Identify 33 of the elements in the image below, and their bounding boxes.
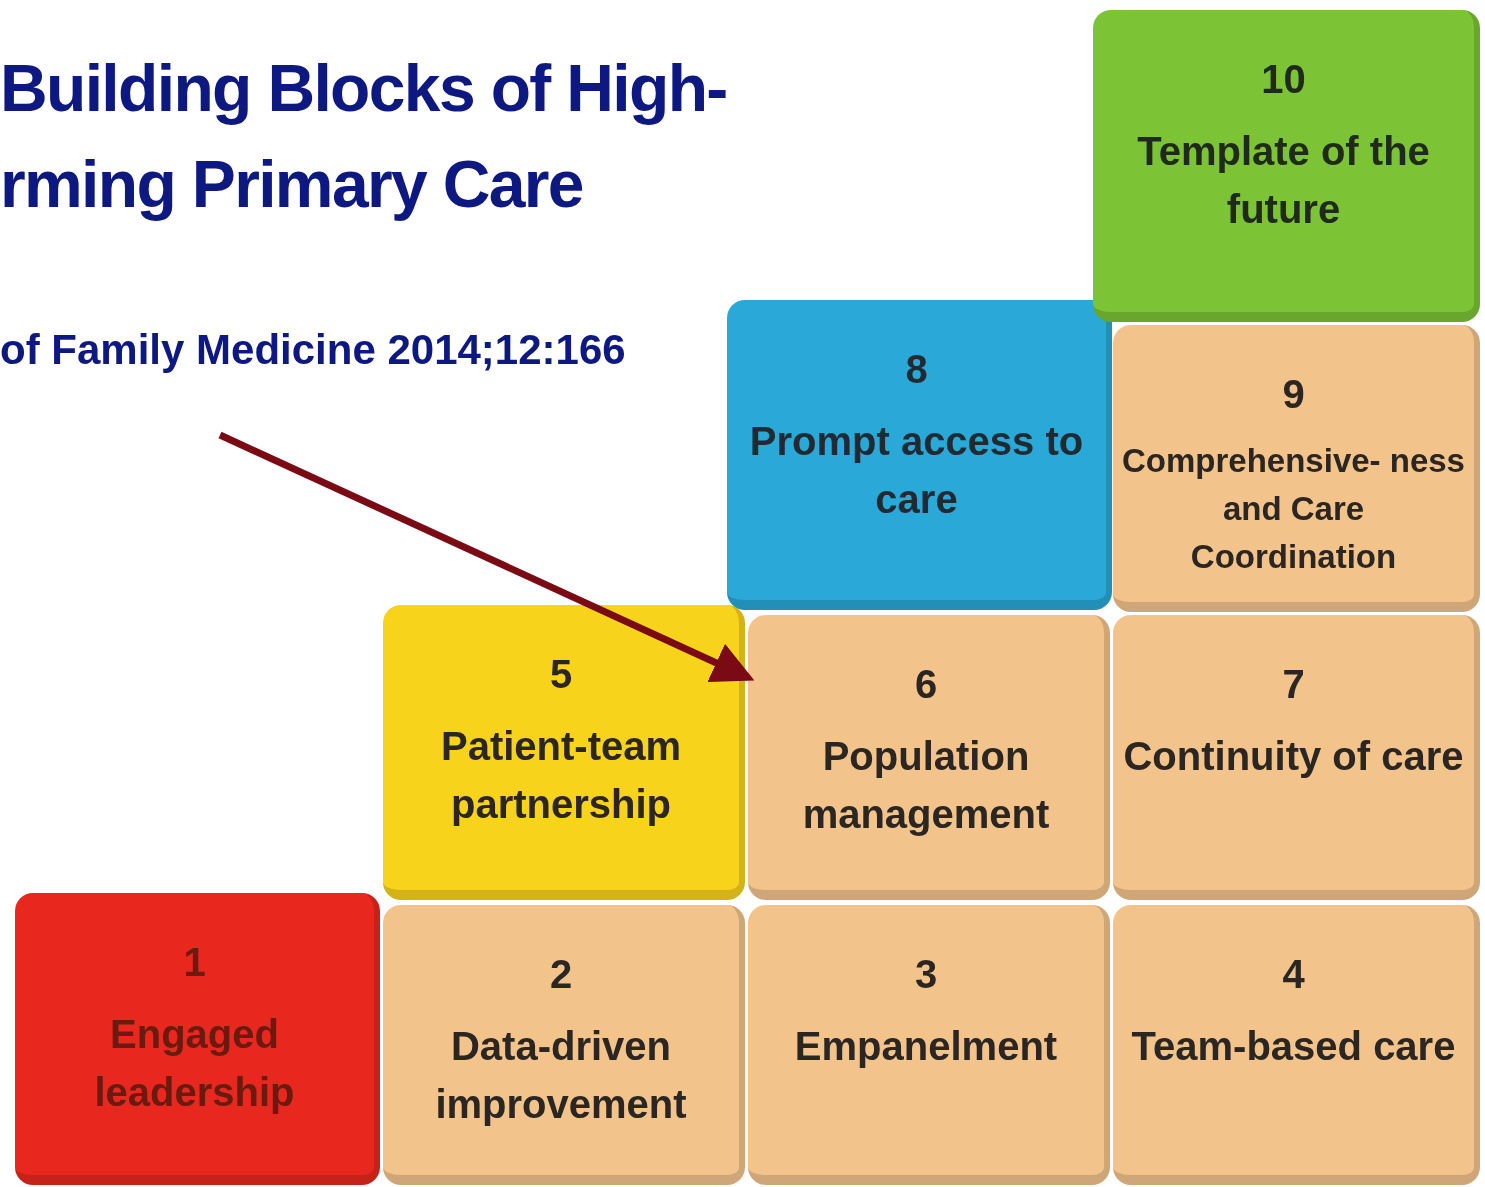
block-number: 4 — [1281, 951, 1306, 998]
block-number: 3 — [913, 951, 939, 998]
building-block — [748, 615, 1110, 900]
block-label: Population management — [801, 733, 1051, 838]
building-block — [727, 300, 1112, 610]
block-number: 7 — [1281, 661, 1306, 708]
block-label: Data-driven improvement — [434, 1023, 688, 1128]
block-label: Team-based care — [1130, 1023, 1457, 1070]
building-block — [383, 605, 745, 900]
block-number: 10 — [1260, 56, 1307, 103]
citation: of Family Medicine 2014;12:166 — [0, 325, 626, 375]
building-block — [748, 905, 1110, 1185]
arrow — [218, 431, 755, 682]
block-number: 9 — [1281, 371, 1306, 418]
block-number: 6 — [913, 661, 939, 708]
building-block — [1113, 905, 1480, 1185]
building-block — [1113, 325, 1480, 612]
block-label: Template of the future — [1136, 128, 1431, 233]
block-number: 2 — [548, 951, 574, 998]
block-number: 1 — [182, 939, 207, 986]
block-number: 5 — [548, 651, 574, 698]
block-label: Patient-team partnership — [439, 723, 683, 828]
building-block — [383, 905, 745, 1185]
block-label: Continuity of care — [1122, 733, 1465, 780]
building-block — [15, 893, 380, 1185]
block-label: Comprehensive- ness and Care Coordination — [1121, 441, 1466, 577]
block-label: Prompt access to care — [748, 418, 1085, 523]
block-number: 8 — [904, 346, 929, 393]
title: Building Blocks of High- rming Primary Care — [0, 50, 728, 223]
block-label: Engaged leadership — [93, 1011, 296, 1116]
building-block — [1113, 615, 1480, 900]
block-label: Empanelment — [793, 1023, 1059, 1070]
building-block — [1093, 10, 1480, 322]
